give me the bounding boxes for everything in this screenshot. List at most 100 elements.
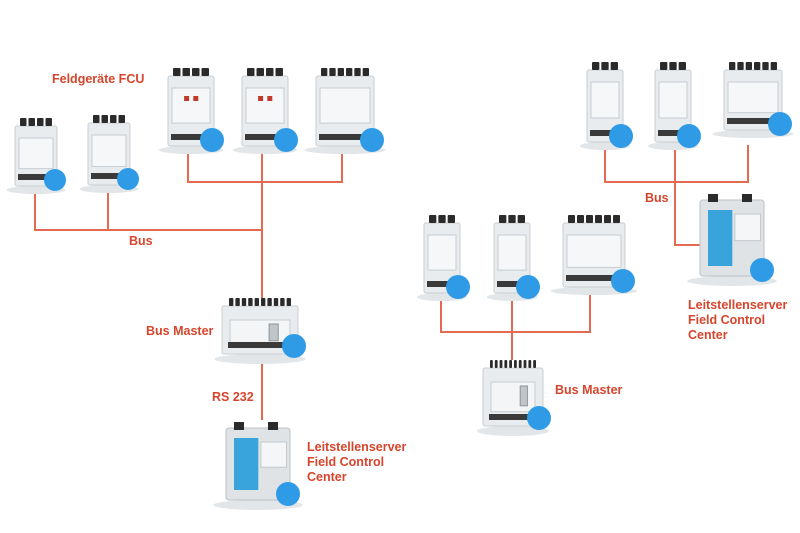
terminal-block [568, 215, 575, 223]
device-shadow [214, 354, 306, 364]
terminal-block [101, 115, 108, 123]
device-bottom-terminals [245, 134, 285, 140]
server-connector [742, 194, 752, 202]
status-dot [360, 128, 384, 152]
bus-label-right: Bus [645, 191, 669, 205]
server-label-left: Leitstellenserver Field Control Center [307, 440, 406, 485]
rs232-label: RS 232 [212, 390, 254, 404]
device-bottom-terminals [91, 173, 127, 179]
terminal-block [770, 62, 777, 70]
status-dot [117, 168, 139, 190]
device-shadow [477, 426, 549, 436]
device-front-panel [245, 87, 285, 124]
terminal-block [595, 215, 602, 223]
device-bottom-terminals [427, 281, 457, 287]
server-connector [234, 422, 244, 430]
led-indicator [193, 96, 199, 101]
server-label-left-line3: Center [307, 470, 347, 484]
terminal-block [173, 68, 181, 76]
device-bottom-terminals [228, 342, 292, 348]
terminal-block [266, 68, 274, 76]
terminal-block [499, 360, 503, 368]
device-bottom-terminals [489, 414, 537, 420]
terminal-block [660, 62, 668, 70]
terminal-block [254, 298, 259, 306]
bus-line [34, 188, 262, 231]
terminal-block [504, 360, 508, 368]
led-indicator [184, 96, 190, 101]
device-bottom-terminals [497, 281, 527, 287]
terminal-block [261, 298, 266, 306]
device-bottom-terminals [18, 174, 54, 180]
serial-port [268, 323, 279, 342]
terminal-block [241, 298, 247, 306]
terminal-block [275, 68, 283, 76]
terminal-block [613, 215, 620, 223]
server-label-left-line2: Field Control [307, 455, 385, 469]
terminal-block [669, 62, 677, 70]
server-label-right-line3: Center [688, 328, 728, 342]
terminal-block [490, 360, 493, 368]
server-label-plate [260, 441, 287, 468]
field-devices-label: Feldgeräte FCU [52, 72, 145, 86]
led-indicator [258, 96, 264, 101]
terminal-block [248, 298, 253, 306]
terminal-block [429, 215, 437, 223]
bus-line [674, 145, 700, 246]
terminal-block [273, 298, 279, 306]
terminal-block [517, 215, 525, 223]
fcu-device [486, 215, 540, 301]
terminal-block [604, 215, 611, 223]
terminal-block [192, 68, 200, 76]
bus-wiring [34, 145, 749, 420]
status-dot [276, 482, 300, 506]
status-dot [609, 124, 633, 148]
device-front-panel [18, 137, 54, 170]
terminal-block [229, 298, 234, 306]
terminal-block [20, 118, 27, 126]
terminal-block [346, 68, 353, 76]
led-indicator [267, 96, 273, 101]
server-blue-panel [234, 438, 259, 490]
status-dot [768, 112, 792, 136]
device-front-panel [566, 234, 622, 268]
terminal-block [329, 68, 336, 76]
fcu-device [416, 215, 470, 301]
terminal-block [267, 298, 272, 306]
terminal-block [28, 118, 35, 126]
server-label-right: Leitstellenserver Field Control Center [688, 298, 787, 343]
fcu-device [232, 68, 298, 154]
terminal-block [37, 118, 44, 126]
terminal-block [110, 115, 117, 123]
terminal-block [729, 62, 736, 70]
server-label-right-line2: Field Control [688, 313, 766, 327]
device-front-panel [91, 134, 127, 167]
bus-line [187, 147, 343, 183]
terminal-block [745, 62, 752, 70]
terminal-block [586, 215, 593, 223]
device-front-panel [590, 81, 620, 119]
terminal-block [45, 118, 52, 126]
terminal-block [514, 360, 517, 368]
status-dot [44, 169, 66, 191]
fcu-device [6, 118, 66, 194]
terminal-block [592, 62, 600, 70]
terminal-block [762, 62, 769, 70]
terminal-block [447, 215, 455, 223]
device-bottom-terminals [727, 118, 779, 124]
bus-master-device [214, 298, 306, 364]
status-dot [527, 406, 551, 430]
device-front-panel [490, 381, 536, 413]
fcu-device [712, 62, 794, 138]
status-dot [516, 275, 540, 299]
terminal-block [362, 68, 369, 76]
server-connector [268, 422, 278, 430]
bus-master-device [477, 360, 551, 436]
terminal-block [118, 115, 125, 123]
devices-layer [6, 62, 794, 510]
terminal-block [247, 68, 255, 76]
device-front-panel [727, 81, 779, 114]
bus-master-label-left: Bus Master [146, 324, 214, 338]
